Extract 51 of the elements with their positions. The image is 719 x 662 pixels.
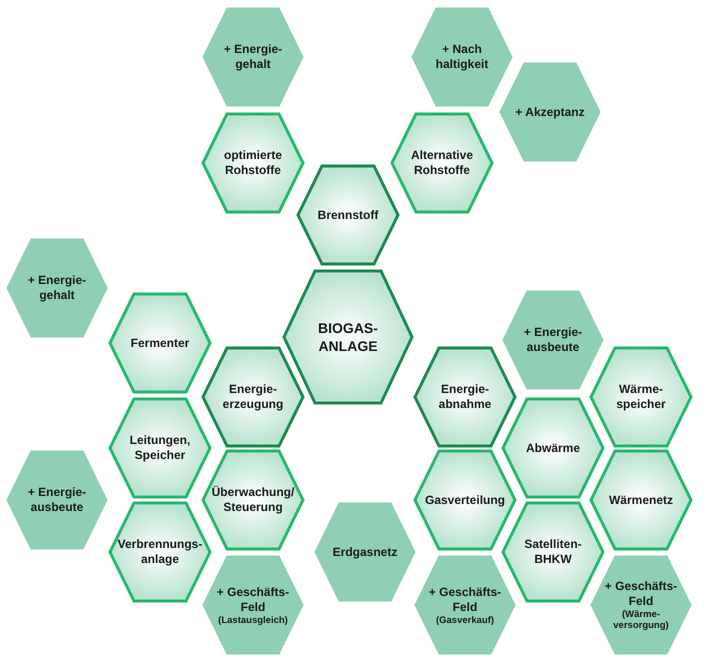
benefit-hexagon [201, 554, 305, 656]
hexagon-tile [589, 346, 693, 448]
tile-label: Fermenter [130, 336, 190, 350]
tile-note: (Gasverkauf) [436, 614, 494, 626]
hexagon-tile [390, 112, 494, 214]
tile-label: BIOGAS- ANLAGE [317, 319, 379, 355]
benefit-hexagon [5, 237, 109, 339]
tile-label: Alternative Rohstoffe [410, 148, 474, 178]
tile-label: Energie- abnahme [438, 382, 492, 412]
tile-label: Leitungen, Speicher [128, 433, 192, 463]
benefit-hexagon [413, 554, 517, 656]
benefit-hexagon [498, 61, 602, 163]
tile-label: Wärme- speicher [615, 382, 667, 412]
benefit-hexagon [501, 289, 605, 391]
tile-label: optimierte Rohstoffe [222, 148, 283, 178]
tile-label: Wärmenetz [608, 492, 673, 508]
tile-label: + Energie- ausbeute [522, 325, 584, 355]
hexagon-tile [589, 449, 693, 551]
tile-label: + Geschäfts- Feld [604, 579, 678, 609]
hexagon-tile [413, 449, 517, 551]
benefit-hexagon [313, 501, 417, 603]
tile-label: Überwachung/ Steuerung [210, 485, 296, 515]
hexagon-tile [282, 269, 414, 405]
tile-label: Verbrennungs- anlage [116, 537, 204, 567]
hexagon-tile [201, 449, 305, 551]
hexagon-tile [108, 292, 212, 394]
benefit-hexagon [201, 6, 305, 108]
tile-note: (Wärme- versorgung) [612, 609, 670, 631]
hexagon-tile [108, 501, 212, 603]
tile-label: Abwärme [526, 440, 580, 456]
benefit-hexagon [5, 449, 109, 551]
tile-label: + Nach haltigkeit [434, 42, 490, 72]
tile-label: Gasverteilung [424, 492, 506, 508]
tile-label: + Energie- gehalt [222, 42, 284, 72]
tile-label: + Geschäfts- Feld [428, 584, 502, 614]
tile-label: + Akzeptanz [515, 104, 585, 120]
tile-label: Satelliten- BHKW [523, 537, 583, 567]
hexagon-tile [201, 346, 305, 448]
tile-label: + Energie- gehalt [26, 273, 88, 303]
tile-note: (Lastausgleich) [218, 614, 288, 626]
benefit-hexagon [410, 6, 514, 108]
tile-label: + Geschäfts- Feld [216, 584, 290, 614]
tile-label: Erdgasnetz [332, 544, 398, 560]
tile-label: Brennstoff [318, 208, 378, 222]
benefit-hexagon [589, 554, 693, 656]
tile-label: Energie- erzeugung [222, 382, 284, 412]
hexagon-tile [413, 346, 517, 448]
hexagon-tile [108, 397, 212, 499]
hexagon-tile [201, 112, 305, 214]
hexagon-tile [296, 164, 400, 266]
tile-label: + Energie- ausbeute [26, 485, 88, 515]
